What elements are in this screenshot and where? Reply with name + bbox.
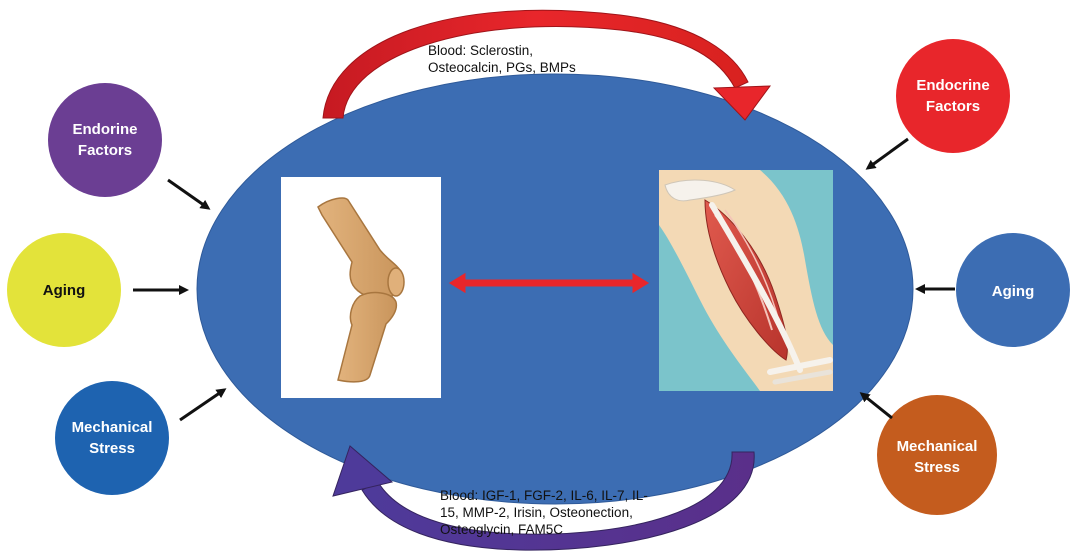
right-mechanical-label-line2: Stress <box>914 459 960 476</box>
left-mechanical-arrow <box>180 390 224 420</box>
right-endocrine-factors: Endocrine Factors <box>896 39 1010 153</box>
left-mechanical-stress: Mechanical Stress <box>55 381 169 495</box>
left-aging: Aging <box>7 233 121 347</box>
right-aging: Aging <box>956 233 1070 347</box>
right-mechanical-arrow <box>862 394 892 418</box>
muscle-panel <box>659 170 833 391</box>
right-endocrine-arrow <box>868 139 908 168</box>
left-endocrine-label-line2: Factors <box>78 142 132 159</box>
top-blood-line1: Blood: Sclerostin, <box>428 42 658 59</box>
left-endocrine-label-line1: Endorine <box>72 121 137 138</box>
bottom-blood-factors-text: Blood: IGF-1, FGF-2, IL-6, IL-7, IL- 15,… <box>440 487 690 538</box>
bottom-blood-line1: Blood: IGF-1, FGF-2, IL-6, IL-7, IL- <box>440 487 690 504</box>
right-endocrine-label-line1: Endocrine <box>916 77 989 94</box>
left-mechanical-label-line1: Mechanical <box>72 419 153 436</box>
top-blood-line2: Osteocalcin, PGs, BMPs <box>428 59 658 76</box>
top-blood-factors-text: Blood: Sclerostin, Osteocalcin, PGs, BMP… <box>428 42 658 76</box>
right-aging-label: Aging <box>992 283 1035 300</box>
right-mechanical-stress: Mechanical Stress <box>877 395 997 515</box>
bottom-blood-line2: 15, MMP-2, Irisin, Osteonection, <box>440 504 690 521</box>
left-endocrine-factors: Endorine Factors <box>48 83 162 197</box>
right-mechanical-label-line1: Mechanical <box>897 438 978 455</box>
left-endocrine-arrow <box>168 180 208 208</box>
bone-panel <box>281 177 441 398</box>
right-endocrine-label-line2: Factors <box>926 98 980 115</box>
left-aging-label: Aging <box>43 282 86 299</box>
bottom-blood-line3: Osteoglycin, FAM5C <box>440 521 690 538</box>
left-mechanical-label-line2: Stress <box>89 440 135 457</box>
